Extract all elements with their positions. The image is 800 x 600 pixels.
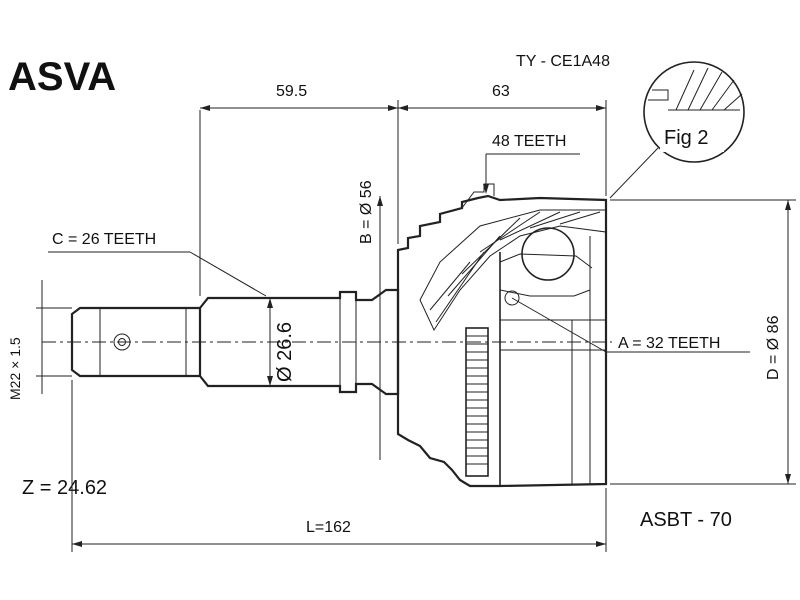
dim-59-5-label: 59.5	[276, 83, 307, 100]
z-value: Z = 24.62	[22, 477, 107, 499]
inner-spline-label: A = 32 TEETH	[618, 335, 720, 352]
fig-label: Fig 2	[664, 127, 708, 149]
outer-housing	[396, 183, 608, 488]
abs-teeth-label: 48 TEETH	[492, 133, 566, 150]
dim-shaft-26-6: Ø 26.6	[267, 298, 296, 386]
abs-ring	[465, 327, 489, 477]
abs-teeth-callout: 48 TEETH	[483, 133, 580, 194]
dim-d-86-label: D = Ø 86	[765, 315, 782, 380]
dim-b-56: B = Ø 56	[358, 180, 383, 460]
dim-thread-label: M22 × 1.5	[7, 337, 23, 400]
dim-63-label: 63	[492, 83, 510, 100]
catalog-code: ASBT - 70	[640, 509, 732, 531]
dim-63: 63	[398, 83, 607, 196]
outer-spline-callout: C = 26 TEETH	[48, 231, 267, 297]
dim-shaft-26-6-label: Ø 26.6	[274, 322, 296, 382]
dim-d-86: D = Ø 86	[610, 199, 796, 485]
dim-59-5: 59.5	[199, 83, 399, 296]
dim-total-length-label: L=162	[306, 519, 351, 536]
dim-b-56-label: B = Ø 56	[358, 180, 375, 244]
dim-total-length: L=162	[71, 380, 607, 552]
fig-detail: Fig 2	[609, 61, 745, 199]
inner-spline-callout: A = 32 TEETH	[511, 297, 750, 353]
outer-spline-label: C = 26 TEETH	[52, 231, 156, 248]
part-number: TY - CE1A48	[516, 53, 610, 70]
brand-logo: ASVA	[8, 55, 116, 99]
dim-thread: M22 × 1.5	[7, 280, 72, 400]
